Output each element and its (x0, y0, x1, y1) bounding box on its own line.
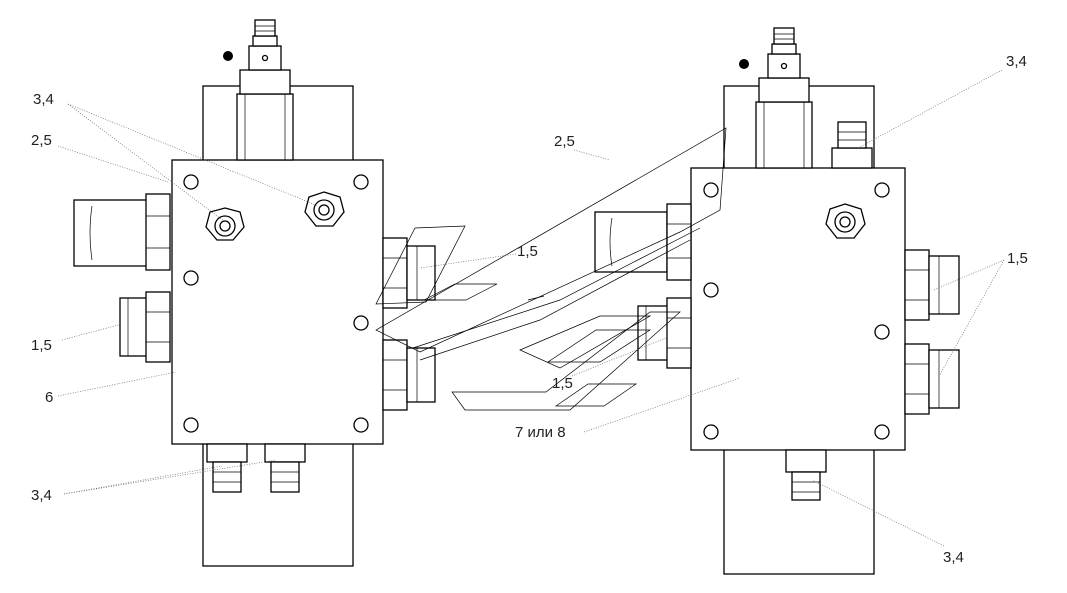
right-left-fitting-lower (637, 297, 692, 369)
left-bottom-fitting-1 (206, 443, 248, 493)
callout-right-1-5: 1,5 (1007, 250, 1028, 267)
left-main-body (171, 159, 384, 445)
callout-right-3-4-bottom: 3,4 (943, 549, 964, 566)
right-main-body (690, 167, 906, 451)
callout-left-3-4-top: 3,4 (33, 91, 54, 108)
callout-left-6: 6 (45, 389, 53, 406)
callout-left-3-4-bottom: 3,4 (31, 487, 52, 504)
callout-center-2-5: 2,5 (554, 133, 575, 150)
callout-center-1-5-bottom: 1,5 (552, 375, 573, 392)
left-right-fitting-upper (382, 237, 436, 309)
callout-center-7-or-8: 7 или 8 (515, 424, 566, 441)
callout-left-2-5: 2,5 (31, 132, 52, 149)
left-side-small-fitting (119, 291, 171, 363)
callout-center-1-5-top: 1,5 (517, 243, 538, 260)
leader-lines (57, 69, 1005, 547)
right-valve-block (594, 27, 960, 575)
right-bottom-fitting (785, 449, 827, 501)
right-left-fitting-upper (594, 203, 692, 281)
right-marker-dot (739, 59, 749, 69)
right-side-fitting-lower (904, 343, 960, 415)
left-mounting-holes (183, 174, 369, 433)
right-top-fitting (831, 121, 873, 169)
left-face-plug-2 (304, 191, 345, 227)
right-top-adjuster (739, 27, 813, 169)
connecting-hoses (375, 127, 727, 411)
callout-right-3-4-top: 3,4 (1006, 53, 1027, 70)
left-top-adjuster (223, 19, 294, 161)
right-side-fitting-upper (904, 249, 960, 321)
right-mounting-holes (703, 182, 890, 440)
left-right-fitting-lower (382, 339, 436, 411)
left-face-plug-1 (205, 207, 245, 241)
left-valve-block (73, 19, 436, 567)
left-marker-dot (223, 51, 233, 61)
callout-labels: 3,4 2,5 1,5 6 3,4 1,5 2,5 1,5 7 или 8 3,… (31, 53, 1028, 566)
left-side-large-fitting (73, 193, 171, 271)
right-face-plug (825, 203, 866, 239)
left-bottom-fitting-2 (264, 443, 306, 493)
callout-left-1-5: 1,5 (31, 337, 52, 354)
